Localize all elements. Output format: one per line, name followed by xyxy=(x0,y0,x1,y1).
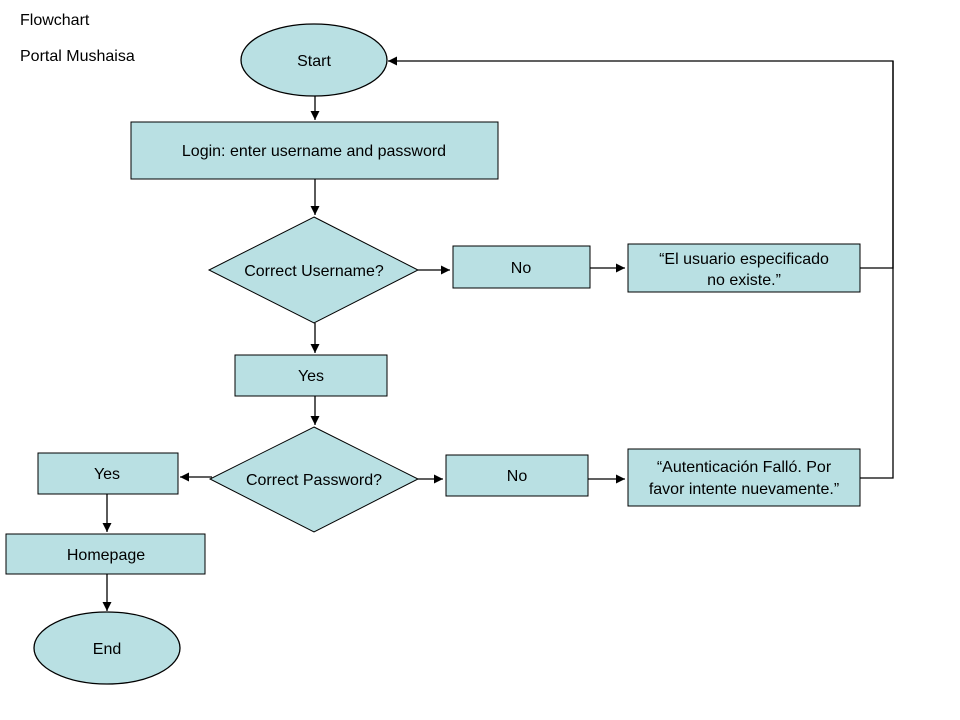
start-label: Start xyxy=(297,53,331,70)
password-no-label: No xyxy=(507,468,528,485)
username-error-node: “El usuario especificado no existe.” xyxy=(627,243,861,293)
username-decision-label: Correct Username? xyxy=(244,263,384,280)
password-no-node: No xyxy=(445,454,589,497)
password-decision-label: Correct Password? xyxy=(246,472,382,489)
end-label: End xyxy=(93,641,121,658)
login-label: Login: enter username and password xyxy=(182,143,446,160)
homepage-label: Homepage xyxy=(67,547,145,564)
username-no-label: No xyxy=(511,260,532,277)
password-decision-node: Correct Password? xyxy=(208,426,420,533)
password-error-line2: favor intente nuevamente.” xyxy=(649,481,839,498)
password-yes-node: Yes xyxy=(37,452,179,495)
connectors xyxy=(102,56,894,611)
username-yes-label: Yes xyxy=(298,368,324,385)
username-yes-node: Yes xyxy=(234,354,388,397)
username-no-node: No xyxy=(452,245,591,289)
password-error-node: “Autenticación Falló. Por favor intente … xyxy=(627,448,861,507)
password-error-line1: “Autenticación Falló. Por xyxy=(657,459,832,476)
homepage-node: Homepage xyxy=(5,533,206,575)
diagram-subtitle: Portal Mushaisa xyxy=(20,48,135,65)
start-node: Start xyxy=(240,23,388,97)
diagram-title: Flowchart xyxy=(20,12,90,29)
username-error-line1: “El usuario especificado xyxy=(659,251,829,268)
password-yes-label: Yes xyxy=(94,466,120,483)
username-error-line2: no existe.” xyxy=(707,272,781,289)
login-node: Login: enter username and password xyxy=(130,121,499,180)
arrow-password-error-to-start xyxy=(860,61,894,479)
end-node: End xyxy=(33,611,181,685)
username-decision-node: Correct Username? xyxy=(207,216,420,324)
